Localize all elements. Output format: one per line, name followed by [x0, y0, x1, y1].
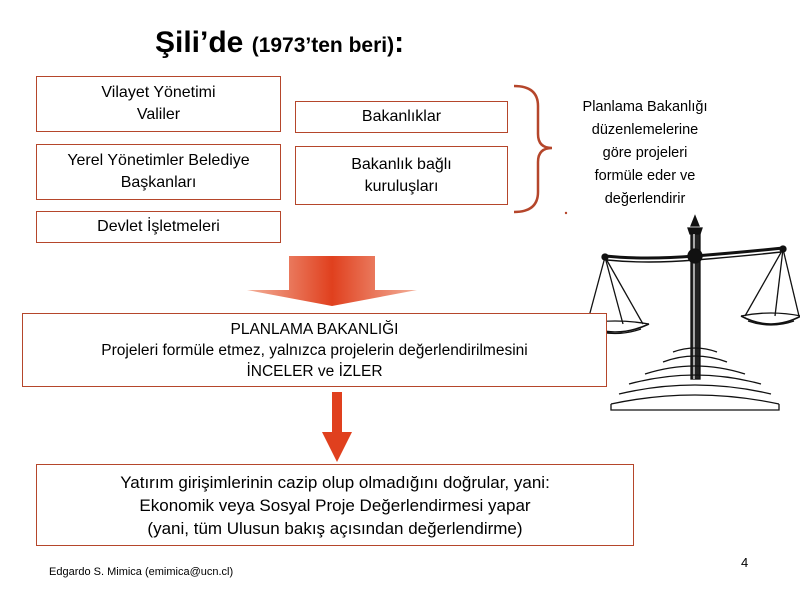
box-line: Vilayet Yönetimi — [101, 84, 216, 101]
box-line: Devlet İşletmeleri — [97, 218, 220, 235]
page-number: 4 — [741, 555, 749, 570]
title-sub: (1973’ten beri) — [251, 34, 395, 57]
box-line: Yatırım girişimlerinin cazip olup olmadı… — [120, 472, 550, 492]
box-ministries: Bakanlıklar — [295, 101, 508, 133]
planning-note: Planlama Bakanlığı düzenlemelerine göre … — [555, 96, 735, 211]
note-line: formüle eder ve — [594, 168, 696, 184]
title-main: Şili’de — [155, 26, 244, 59]
box-planning-ministry: PLANLAMA BAKANLIĞI Projeleri formüle etm… — [22, 313, 607, 387]
note-line: değerlendirir — [604, 191, 686, 207]
note-line: Planlama Bakanlığı — [582, 99, 708, 115]
box-ministry-agencies: Bakanlık bağlı kuruluşları — [295, 146, 508, 205]
box-local-governments: Yerel Yönetimler Belediye Başkanları — [36, 144, 281, 200]
footer-author: Edgardo S. Mimica (emimica@ucn.cl) — [49, 566, 234, 578]
box-line: PLANLAMA BAKANLIĞI — [230, 320, 399, 338]
page-title: Şili’de (1973’ten beri): — [155, 26, 404, 60]
box-state-enterprises: Devlet İşletmeleri — [36, 211, 281, 243]
box-line: Valiler — [136, 106, 181, 123]
box-provincial-administration: Vilayet Yönetimi Valiler — [36, 76, 281, 132]
box-line: İNCELER ve İZLER — [246, 362, 383, 380]
box-line: Bakanlık bağlı — [351, 155, 452, 173]
box-line: Ekonomik veya Sosyal Proje Değerlendirme… — [139, 495, 531, 515]
box-line: (yani, tüm Ulusun bakış açısından değerl… — [147, 518, 523, 538]
box-investment-evaluation: Yatırım girişimlerinin cazip olup olmadı… — [36, 464, 634, 546]
arrow-down-icon — [322, 392, 352, 462]
note-line: göre projeleri — [602, 145, 688, 161]
box-line: Bakanlıklar — [361, 108, 442, 125]
title-colon: : — [394, 26, 405, 59]
box-line: Başkanları — [120, 174, 197, 191]
curly-brace — [513, 84, 568, 215]
box-line: kuruluşları — [364, 177, 439, 195]
down-arrow-icon — [247, 256, 417, 306]
note-line: düzenlemelerine — [591, 122, 699, 138]
scales-of-justice-icon — [580, 214, 800, 411]
box-line: Projeleri formüle etmez, yalnızca projel… — [101, 341, 528, 359]
box-line: Yerel Yönetimler Belediye — [67, 152, 250, 169]
